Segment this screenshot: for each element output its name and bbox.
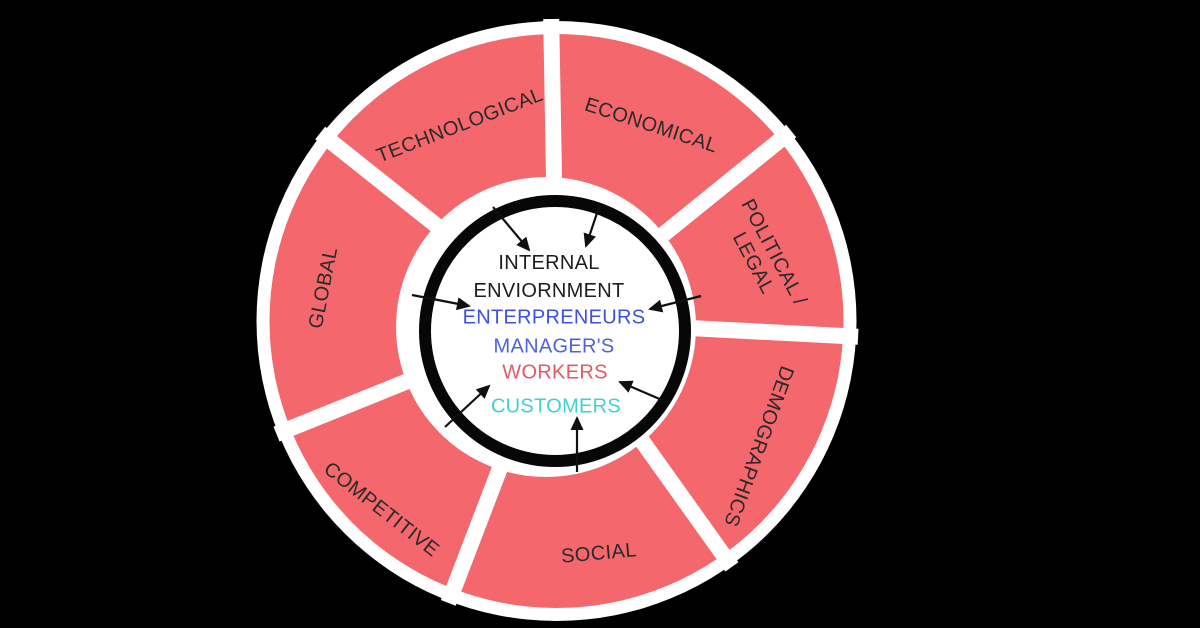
- arrow-from-technological-icon: [492, 206, 531, 252]
- center-group-entrepreneurs: ENTERPRENEURS: [462, 306, 646, 329]
- divider-econ-pol: [658, 124, 797, 241]
- center-title-line2: ENVIORNMENT: [473, 280, 625, 302]
- divider-social-comp: [440, 446, 515, 606]
- arrow-from-competitive-icon: [444, 384, 491, 428]
- arrow-from-global-icon: [411, 293, 471, 311]
- center-group-workers: WORKERS: [502, 361, 608, 384]
- divider-pol-demo: [693, 320, 859, 345]
- inner-circle-ring: [419, 195, 691, 467]
- arrow-from-political-icon: [648, 294, 702, 313]
- divider-tech-econ: [543, 18, 563, 184]
- center-title: INTERNAL ENVIORNMENT: [473, 249, 624, 305]
- center-group-customers: CUSTOMERS: [490, 395, 622, 418]
- divider-global-tech: [315, 126, 454, 242]
- segment-dividers: [273, 18, 859, 606]
- inward-arrows: [411, 206, 702, 472]
- center-group-managers: MANAGER'S: [493, 335, 615, 358]
- divider-comp-global: [273, 365, 432, 442]
- center-title-line1: INTERNAL: [498, 252, 600, 274]
- arrow-from-economical-icon: [583, 206, 601, 248]
- divider-demo-social: [630, 428, 739, 572]
- arrow-from-demographics-icon: [618, 380, 663, 402]
